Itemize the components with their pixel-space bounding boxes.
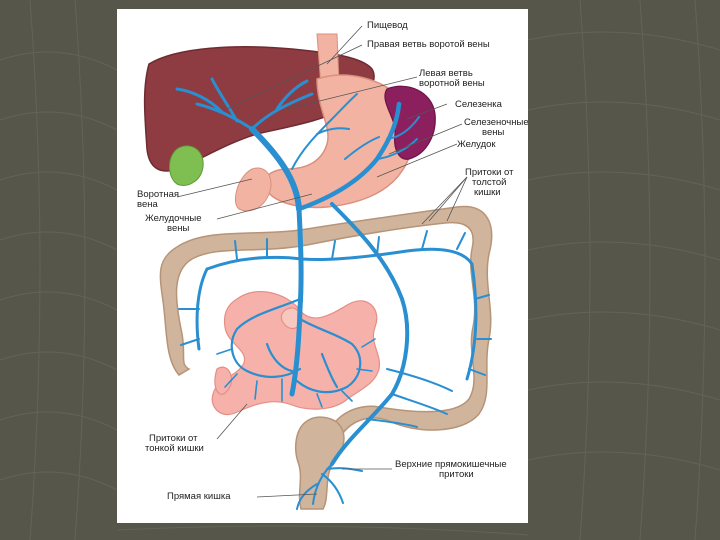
- label-esophagus: Пищевод: [367, 20, 408, 31]
- diagram-panel: Пищевод Правая ветвь воротой вены Левая …: [117, 9, 528, 523]
- label-superior-rectal-2: притоки: [439, 469, 474, 480]
- label-spleen: Селезенка: [455, 99, 503, 110]
- label-gastric-veins-2: вены: [167, 223, 189, 234]
- label-stomach: Желудок: [457, 139, 496, 150]
- portal-system-illustration: Пищевод Правая ветвь воротой вены Левая …: [117, 9, 528, 523]
- label-small-intestine-tributaries-2: тонкой кишки: [145, 443, 204, 454]
- label-portal-vein-2: вена: [137, 199, 158, 210]
- label-left-branch-2: воротной вены: [419, 78, 485, 89]
- label-splenic-veins-2: вены: [482, 127, 504, 138]
- duodenum: [235, 168, 271, 211]
- gallbladder: [170, 146, 204, 186]
- label-right-branch: Правая ветвь воротой вены: [367, 39, 490, 50]
- label-rectum: Прямая кишка: [167, 491, 231, 502]
- label-colon-tributaries-3: кишки: [474, 187, 501, 198]
